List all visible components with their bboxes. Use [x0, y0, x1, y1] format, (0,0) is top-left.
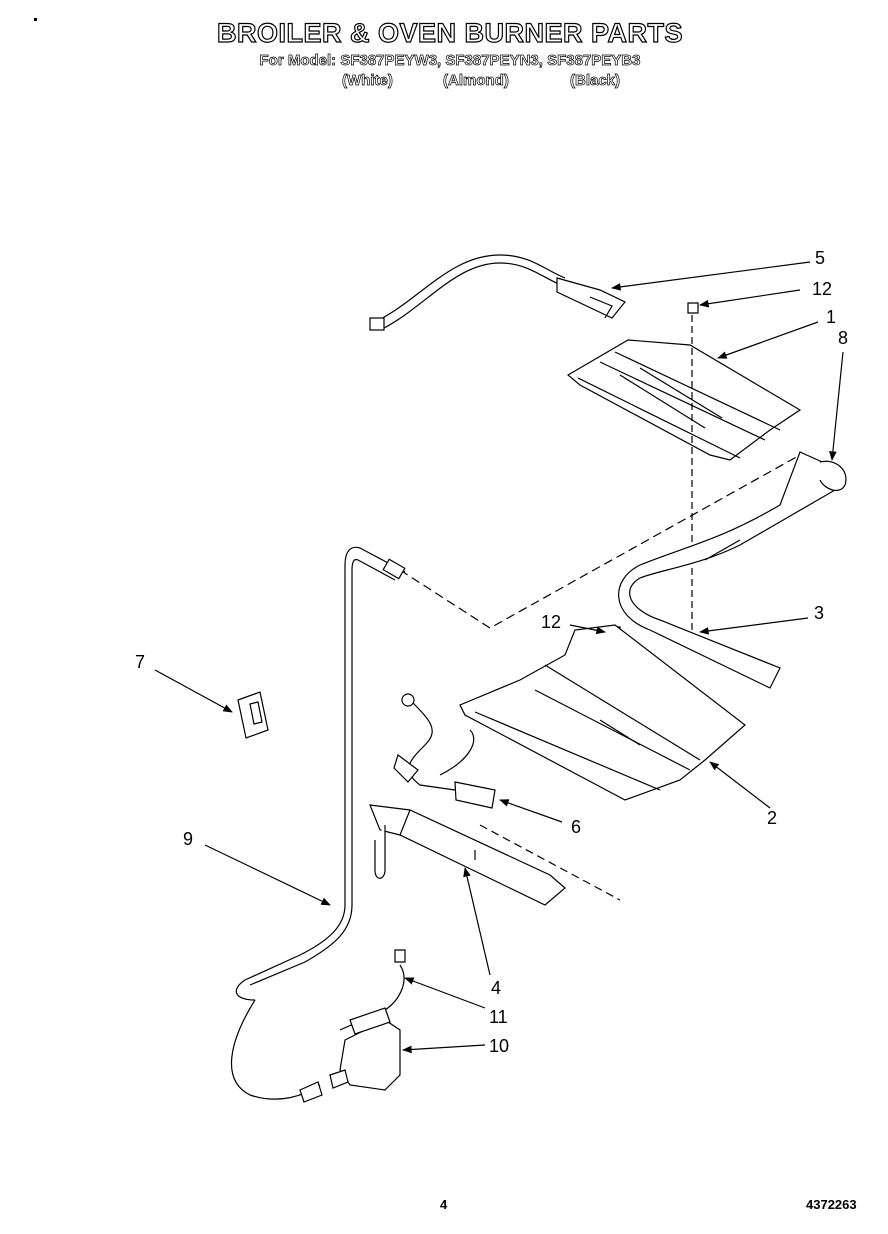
- arrow-7: [154, 669, 233, 713]
- callout-1: 1: [826, 307, 837, 327]
- screw-part-12-upper: [687, 302, 699, 630]
- corner-mark: [34, 18, 37, 21]
- callout-12-lower: 12: [541, 612, 562, 632]
- page-title: BROILER & OVEN BURNER PARTS: [216, 17, 684, 48]
- callout-2: 2: [767, 808, 778, 828]
- bake-shield-part-2: [459, 624, 746, 801]
- color-white-label: (White): [342, 72, 394, 90]
- gas-valve-part-10: [230, 999, 401, 1103]
- tubing-connector-dashed-line: [399, 454, 801, 629]
- terminal-block-part-7: [237, 691, 269, 739]
- callout-4: 4: [491, 978, 502, 998]
- callout-3: 3: [814, 603, 825, 623]
- arrow-4: [463, 867, 491, 976]
- callout-12-upper: 12: [812, 279, 833, 299]
- color-black-label: (Black): [570, 72, 621, 90]
- bake-burner-part-4: [369, 804, 621, 906]
- color-almond-label: (Almond): [443, 72, 510, 90]
- broiler-burner-part-3: [618, 451, 847, 689]
- arrow-6: [499, 799, 563, 823]
- callout-11: 11: [489, 1007, 508, 1027]
- arrow-12-upper: [699, 289, 801, 308]
- bake-igniter-part-6: [393, 693, 496, 809]
- leader-arrows: [154, 261, 844, 1054]
- arrow-5: [611, 261, 811, 291]
- callout-7: 7: [135, 652, 146, 672]
- arrow-2: [709, 761, 771, 809]
- arrow-10: [402, 1044, 486, 1054]
- callout-10: 10: [489, 1036, 510, 1056]
- arrow-3: [699, 617, 809, 635]
- callout-9: 9: [183, 829, 194, 849]
- arrow-12-lower: [569, 624, 606, 635]
- model-list: For Model: SF387PEYW3, SF387PEYN3, SF387…: [259, 52, 641, 70]
- document-number: 4372263: [806, 1197, 857, 1212]
- gas-tubing-part-9: [235, 546, 406, 1001]
- arrow-11: [404, 977, 486, 1009]
- page-number: 4: [440, 1197, 448, 1212]
- arrow-9: [204, 844, 331, 906]
- callout-6: 6: [571, 817, 582, 837]
- callout-8: 8: [838, 328, 849, 348]
- callout-5: 5: [815, 248, 826, 268]
- broiler-igniter-part-5: [369, 254, 626, 331]
- arrow-8: [829, 351, 844, 461]
- arrow-1: [717, 321, 819, 359]
- broiler-shield-part-1: [566, 339, 802, 461]
